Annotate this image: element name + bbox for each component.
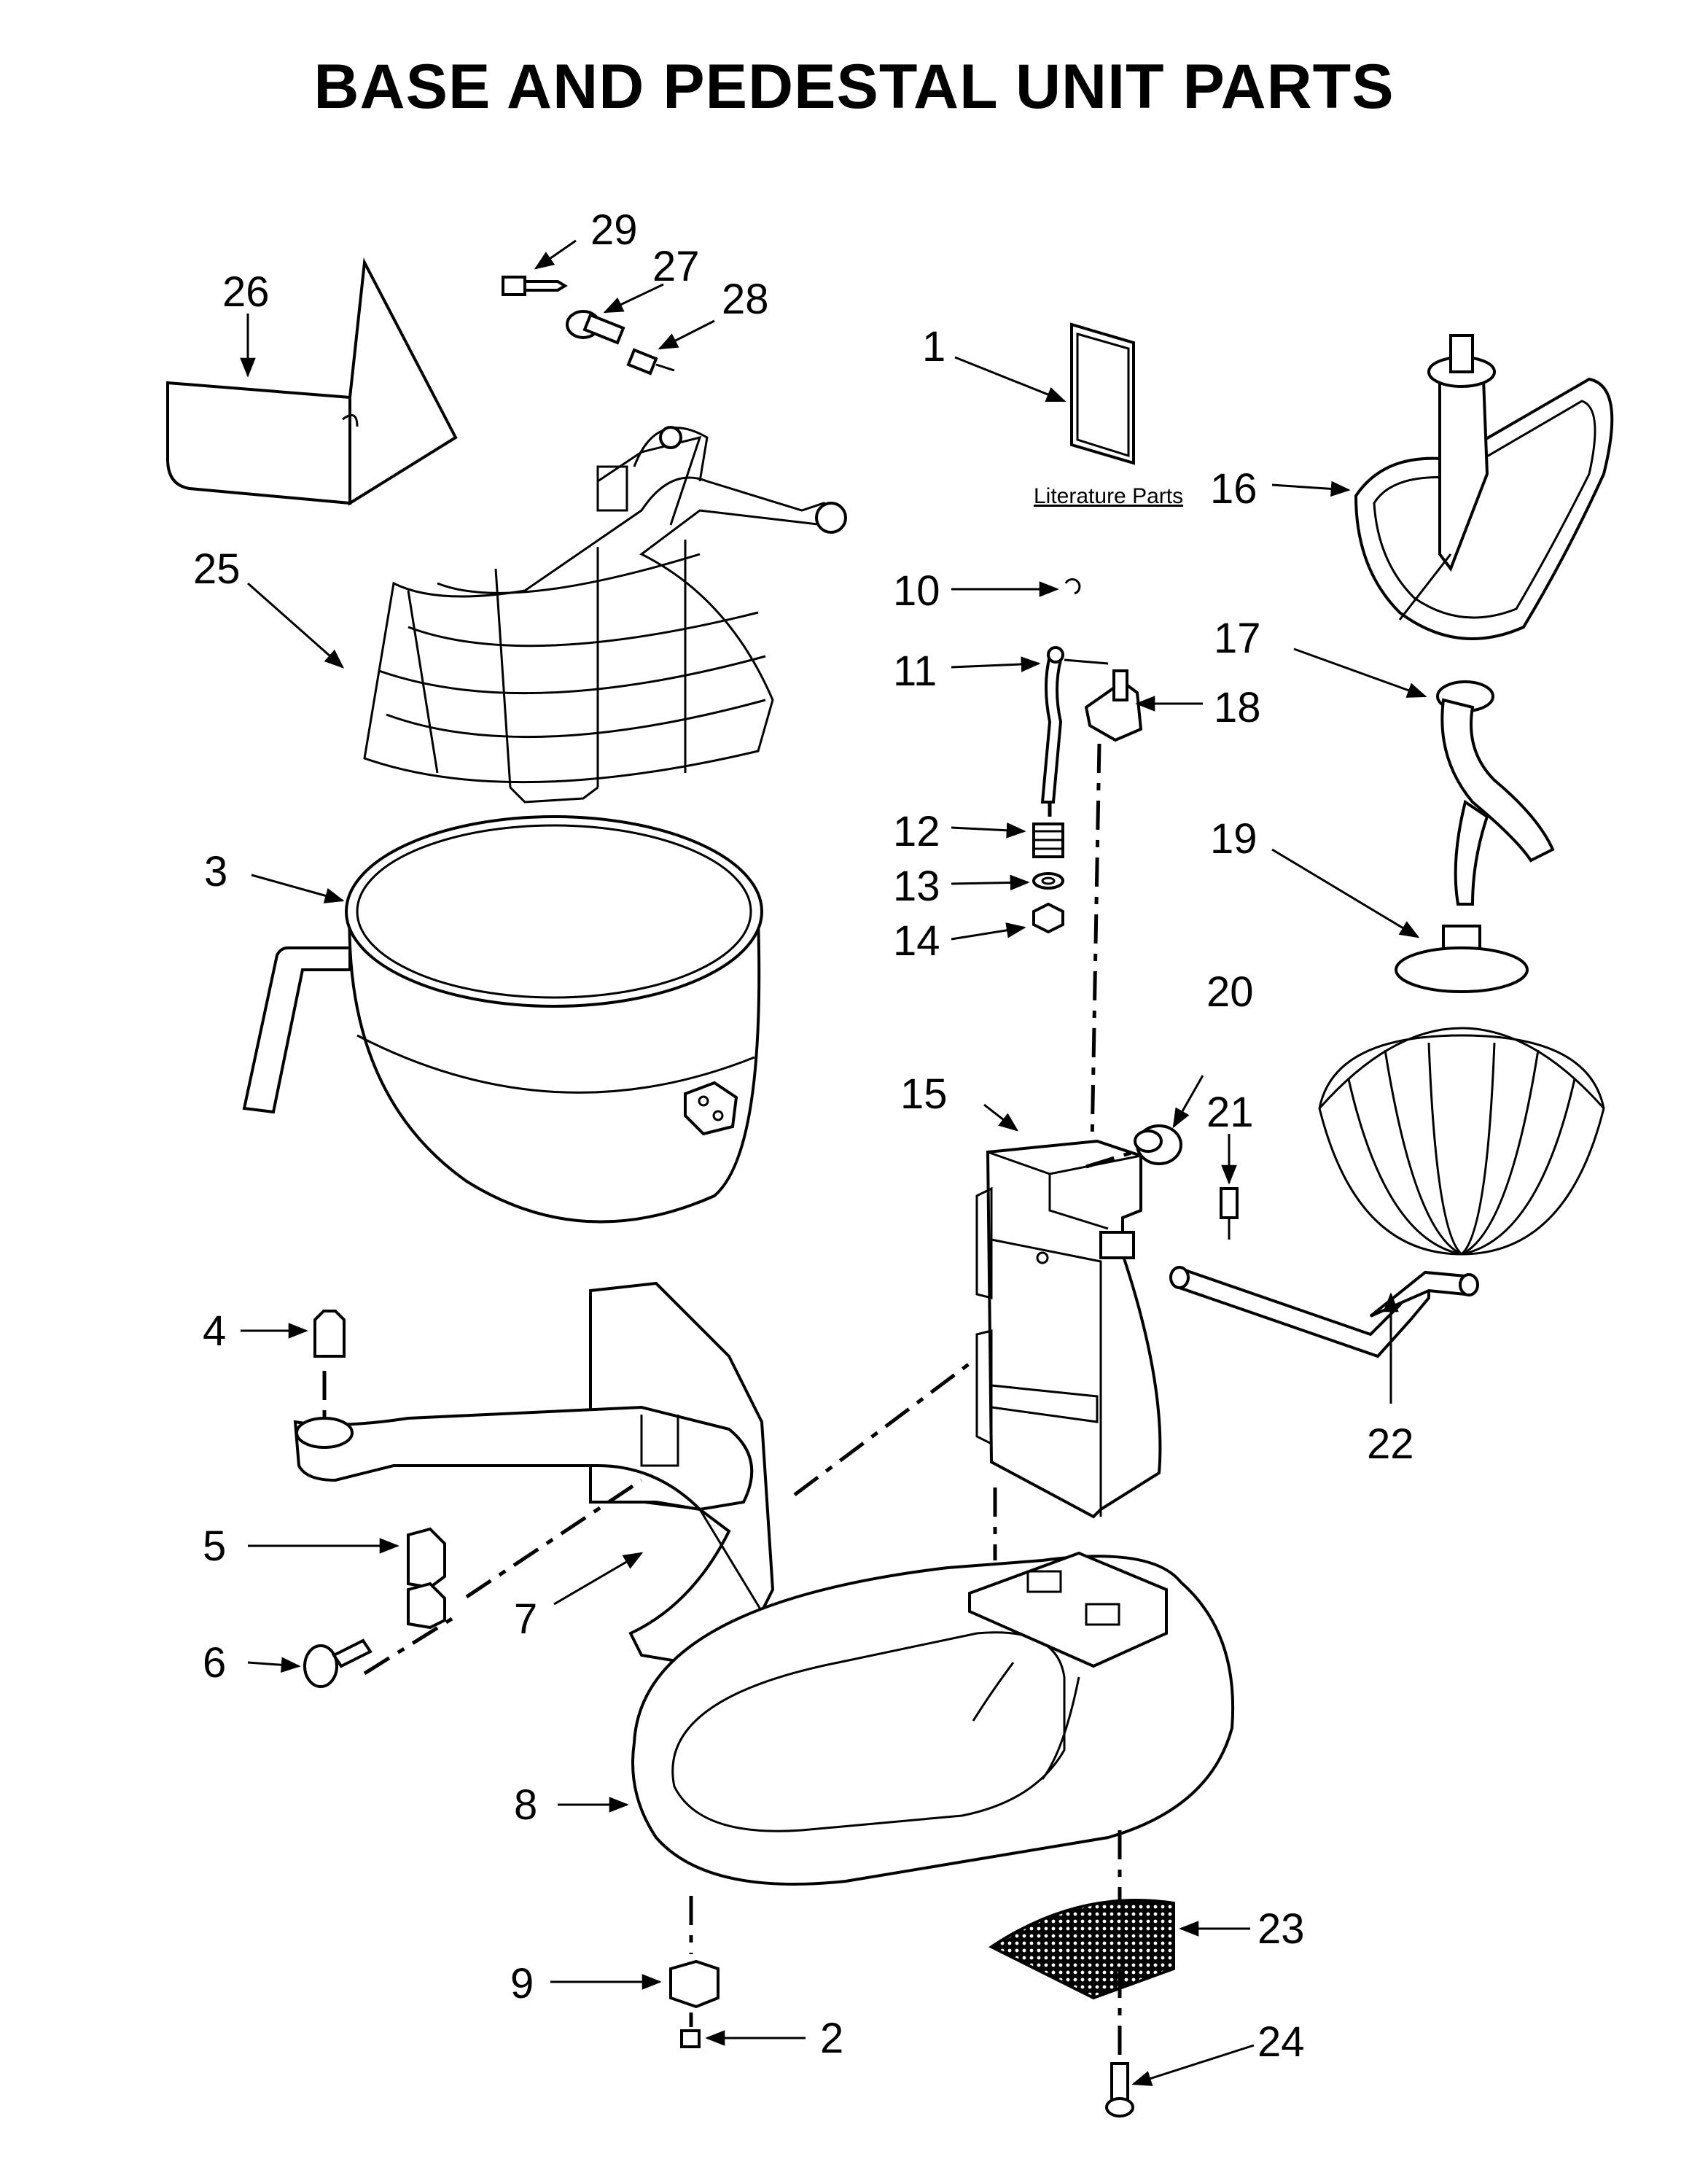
callout-7: 7: [514, 1595, 537, 1643]
part-20-lever-knob: [1134, 1124, 1182, 1165]
part-9-foot: [669, 1959, 720, 2009]
literature-parts-label: Literature Parts: [1034, 484, 1183, 508]
part-26-pouring-shield: [166, 257, 458, 506]
callout-2: 2: [820, 2015, 843, 2062]
part-13-washer: [1032, 872, 1064, 890]
callout-5: 5: [203, 1522, 226, 1570]
callout-11: 11: [893, 648, 937, 695]
callout-labels: 26 29 27 28 25 3 4 5 6 7 8 9 2 1 10 11 1…: [193, 206, 1414, 2066]
callout-26: 26: [222, 268, 270, 316]
callout-3: 3: [204, 848, 227, 895]
part-25-bowl-guard: [363, 426, 847, 804]
callout-6: 6: [203, 1639, 226, 1687]
callout-18: 18: [1214, 684, 1261, 731]
part-4-pin: [313, 1310, 346, 1358]
part-8-base: [631, 1551, 1235, 1886]
page-title: BASE AND PEDESTAL UNIT PARTS: [313, 52, 1395, 122]
part-24-screw: [1105, 2062, 1134, 2118]
part-22-crank-handle: [1169, 1266, 1479, 1358]
part-23-mesh-pad: [988, 1899, 1175, 2000]
part-21-screw: [1220, 1187, 1239, 1240]
part-16-flat-beater: [1354, 334, 1614, 640]
callout-8: 8: [514, 1781, 537, 1829]
part-19-wire-whip: [1318, 925, 1605, 1256]
callout-21: 21: [1206, 1089, 1254, 1136]
part-29-screw: [502, 276, 568, 296]
callout-1: 1: [922, 323, 945, 370]
callout-27: 27: [652, 243, 700, 290]
callout-20: 20: [1206, 968, 1254, 1016]
callout-16: 16: [1210, 465, 1257, 513]
callout-19: 19: [1210, 815, 1257, 863]
part-15-pedestal: [975, 1139, 1162, 1519]
callout-23: 23: [1257, 1905, 1305, 1953]
callout-25: 25: [193, 545, 241, 593]
callout-15: 15: [900, 1070, 948, 1118]
part-6-screw: [303, 1638, 373, 1688]
part-2-nut: [680, 2029, 701, 2048]
part-28-bushing: [626, 348, 675, 376]
part-27-hinge-pin: [566, 310, 625, 345]
callout-13: 13: [893, 863, 940, 910]
part-3-mixing-bowl: [242, 815, 763, 1224]
part-10-retaining-ring: [1064, 578, 1081, 595]
leader-lines: [240, 239, 1427, 2086]
part-12-spring: [1032, 822, 1064, 858]
callout-9: 9: [510, 1960, 534, 2007]
callout-29: 29: [590, 206, 638, 254]
callout-4: 4: [203, 1307, 226, 1355]
callout-17: 17: [1214, 615, 1261, 662]
part-11-lift-rod: [1040, 646, 1109, 804]
part-14-nut: [1032, 902, 1064, 934]
callout-12: 12: [893, 808, 940, 855]
part-5-clip: [407, 1527, 446, 1630]
part-7-bowl-support: [293, 1281, 775, 1665]
part-1-literature: [1070, 322, 1135, 465]
callout-10: 10: [893, 567, 940, 615]
part-17-dough-hook: [1436, 680, 1555, 906]
callout-24: 24: [1257, 2018, 1305, 2066]
callout-22: 22: [1367, 1420, 1414, 1468]
callout-14: 14: [893, 917, 940, 965]
callout-28: 28: [722, 276, 769, 323]
part-18-lift-bracket: [1084, 669, 1143, 742]
